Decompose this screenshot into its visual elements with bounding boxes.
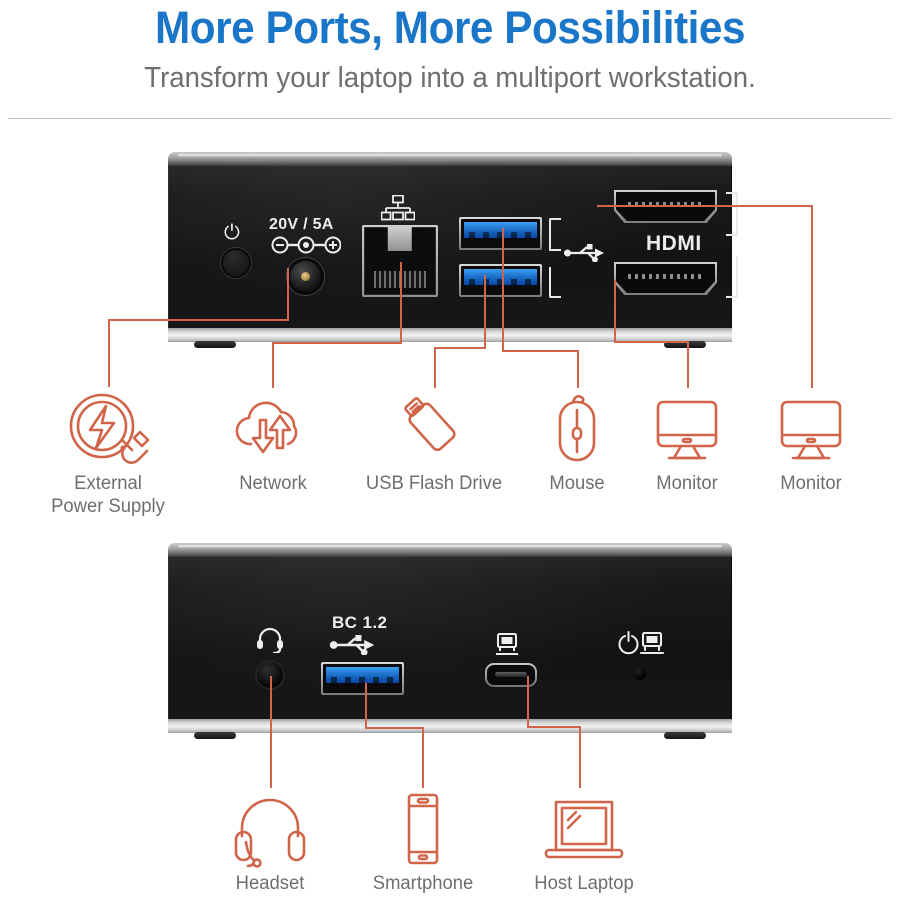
hdmi-label: HDMI — [646, 232, 702, 255]
usb-trident-icon — [564, 244, 604, 262]
leader-line-power — [108, 319, 110, 387]
power-button[interactable] — [221, 248, 251, 278]
callout-usb-flash-drive: USB Flash Drive — [360, 390, 508, 495]
power-rating-label: 20V / 5A — [269, 216, 334, 233]
callout-label: Smartphone — [372, 873, 474, 894]
leader-line-headset — [270, 676, 272, 788]
leader-line-network — [400, 262, 402, 343]
callout-label: Headset — [235, 873, 305, 894]
charging-label: BC 1.2 — [332, 613, 388, 632]
device-foot — [194, 341, 236, 348]
cloud-network-icon — [235, 401, 298, 454]
network-icon — [381, 195, 415, 221]
callout-mouse: Mouse — [529, 390, 625, 495]
status-led — [633, 667, 646, 680]
usb-bracket-bottom — [549, 267, 561, 298]
leader-line-usb-flash — [434, 347, 486, 349]
page-title: More Ports, More Possibilities — [155, 2, 745, 53]
monitor-icon — [656, 400, 718, 460]
leader-line-mouse — [502, 350, 578, 352]
leader-line-monitor-2 — [597, 205, 813, 207]
leader-line-monitor-1 — [614, 341, 688, 343]
mouse-icon — [558, 394, 596, 462]
device-top-bevel — [168, 152, 732, 166]
device-foot — [664, 732, 706, 739]
callout-network: Network — [213, 390, 333, 495]
laptop-icon — [544, 800, 624, 859]
page-subtitle: Transform your laptop into a multiport w… — [144, 62, 756, 94]
hdmi-bracket-bottom — [726, 256, 738, 298]
usb-trident-icon — [329, 635, 375, 655]
leader-line-host-laptop — [527, 676, 529, 727]
leader-line-network — [272, 342, 274, 388]
rear-panel-device: ⏻ 20V / 5A — [168, 152, 738, 357]
callout-smartphone: Smartphone — [359, 790, 487, 895]
usb-a-port-lower[interactable] — [459, 264, 542, 297]
computer-icon — [496, 633, 518, 655]
leader-line-smartphone — [422, 727, 424, 788]
usb-a-port-upper[interactable] — [459, 217, 542, 250]
leader-line-network — [272, 342, 402, 344]
leader-line-smartphone — [365, 683, 367, 728]
leader-line-usb-flash — [434, 347, 436, 388]
device-base-rear — [168, 328, 732, 342]
leader-line-power — [108, 319, 289, 321]
power-computer-icon — [618, 631, 664, 655]
leader-line-monitor-1 — [687, 341, 689, 388]
callout-label: USB Flash Drive — [365, 473, 503, 494]
callout-label: Monitor — [780, 473, 842, 494]
usb-c-host-port[interactable] — [485, 663, 537, 687]
power-icon: ⏻ — [224, 220, 240, 244]
leader-line-mouse — [577, 350, 579, 388]
callout-label: Mouse — [549, 473, 605, 494]
callout-monitor-2: Monitor — [761, 390, 861, 495]
header-divider — [8, 118, 892, 119]
callout-label: Network — [239, 473, 307, 494]
leader-line-monitor-1 — [614, 280, 616, 342]
headset-icon — [257, 627, 283, 653]
front-panel-device: BC 1.2 — [168, 543, 732, 748]
leader-line-host-laptop — [579, 726, 581, 788]
dc-power-jack[interactable] — [287, 258, 324, 295]
callout-host-laptop: Host Laptop — [519, 790, 649, 895]
callout-label: Monitor — [656, 473, 718, 494]
smartphone-icon — [407, 793, 439, 865]
leader-line-monitor-2 — [811, 205, 813, 388]
leader-line-smartphone — [365, 727, 424, 729]
callout-monitor-1: Monitor — [637, 390, 737, 495]
device-base-front — [168, 719, 732, 733]
monitor-icon — [780, 400, 842, 460]
leader-line-host-laptop — [527, 726, 581, 728]
device-foot — [664, 341, 706, 348]
usb-bracket-top — [549, 218, 561, 251]
leader-line-power — [287, 268, 289, 320]
hdmi-port-lower[interactable] — [614, 262, 717, 295]
callout-label: External Power Supply — [51, 473, 165, 517]
device-top-bevel — [168, 543, 732, 557]
callout-external-power-supply: External Power Supply — [43, 390, 173, 518]
usb-flash-drive-icon — [404, 397, 456, 452]
hdmi-bracket-top — [726, 192, 738, 236]
usb-a-charging-port[interactable] — [321, 662, 404, 695]
device-foot — [194, 732, 236, 739]
power-plug-icon — [69, 393, 150, 464]
leader-line-mouse — [502, 228, 504, 351]
device-face-front — [168, 556, 732, 719]
leader-line-usb-flash — [484, 275, 486, 348]
callout-headset: Headset — [222, 790, 318, 895]
dc-polarity-icon — [271, 236, 341, 254]
callout-label: Host Laptop — [534, 873, 634, 894]
headset-icon — [234, 798, 306, 868]
